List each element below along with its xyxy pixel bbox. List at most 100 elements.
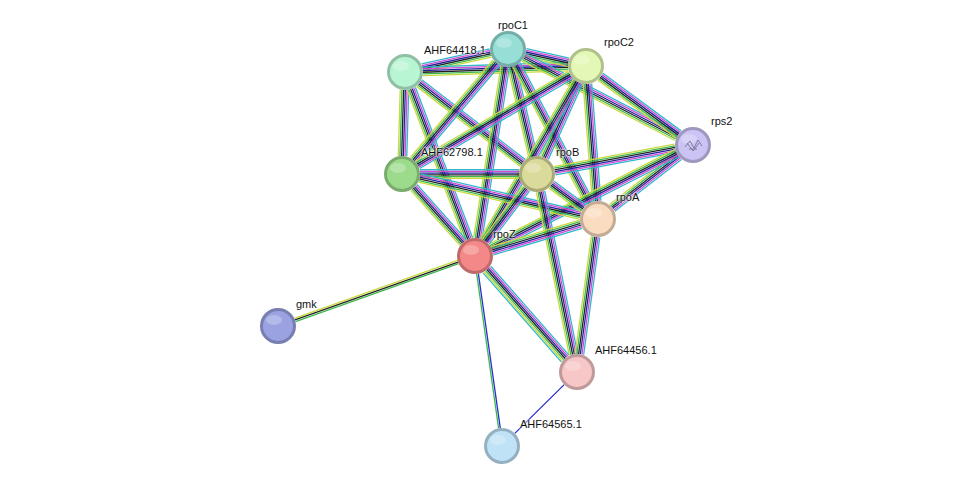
evidence-line bbox=[549, 188, 581, 212]
evidence-line bbox=[414, 63, 497, 161]
interaction-bundle bbox=[480, 79, 580, 242]
node-circle bbox=[457, 238, 493, 274]
node-fill bbox=[459, 240, 492, 273]
evidence-line bbox=[295, 262, 458, 320]
interaction-edge bbox=[420, 174, 581, 211]
evidence-line bbox=[398, 90, 400, 156]
node-label: rpoC1 bbox=[498, 19, 528, 31]
evidence-line bbox=[485, 188, 525, 241]
evidence-line bbox=[413, 188, 462, 243]
evidence-line bbox=[415, 71, 568, 161]
interaction-edge bbox=[491, 266, 569, 355]
evidence-line bbox=[484, 272, 562, 361]
evidence-line bbox=[488, 268, 566, 357]
evidence-line bbox=[416, 186, 465, 241]
interaction-edge bbox=[478, 274, 500, 428]
evidence-line bbox=[487, 270, 565, 359]
interaction-edge bbox=[417, 65, 500, 163]
node-label: AHF64418.1 bbox=[424, 44, 486, 56]
node-fill bbox=[582, 203, 615, 236]
evidence-line bbox=[583, 84, 592, 201]
node-fill bbox=[677, 129, 710, 162]
evidence-line bbox=[415, 187, 464, 242]
node-circle bbox=[568, 48, 604, 84]
evidence-line bbox=[602, 75, 680, 133]
protein-node: rpoC1 bbox=[490, 31, 526, 67]
node-highlight bbox=[490, 435, 506, 445]
protein-node: AHF64565.1 bbox=[484, 428, 520, 464]
node-highlight bbox=[393, 61, 409, 71]
interaction-bundle bbox=[482, 186, 529, 244]
interaction-bundle bbox=[491, 220, 582, 255]
evidence-line bbox=[552, 184, 584, 208]
interaction-edge bbox=[489, 191, 529, 244]
node-circle bbox=[384, 156, 420, 192]
node-circle bbox=[490, 31, 526, 67]
node-circle bbox=[519, 156, 555, 192]
node-label: rpoZ bbox=[493, 228, 516, 240]
node-label: rpoC2 bbox=[604, 36, 634, 48]
evidence-line bbox=[419, 84, 523, 164]
interaction-edge bbox=[603, 73, 681, 131]
interaction-bundle bbox=[477, 274, 501, 429]
protein-node: rpoC2 bbox=[568, 48, 604, 84]
node-circle bbox=[484, 428, 520, 464]
interaction-bundle bbox=[294, 260, 458, 321]
evidence-line bbox=[550, 187, 582, 211]
evidence-line bbox=[492, 222, 581, 249]
interaction-bundle bbox=[419, 174, 582, 219]
evidence-line bbox=[484, 187, 524, 240]
evidence-line bbox=[420, 176, 581, 213]
interaction-bundle bbox=[410, 60, 499, 163]
node-fill bbox=[389, 56, 422, 89]
evidence-line bbox=[488, 190, 528, 243]
node-label: rps2 bbox=[711, 115, 732, 127]
protein-node: AHF64418.1 bbox=[387, 54, 423, 90]
node-highlight bbox=[390, 163, 406, 173]
node-fill bbox=[262, 310, 295, 343]
evidence-line bbox=[294, 260, 457, 318]
protein-node: AHF62798.1 bbox=[384, 156, 420, 192]
node-highlight bbox=[463, 245, 479, 255]
node-fill bbox=[492, 33, 525, 66]
node-fill bbox=[386, 158, 419, 191]
interaction-bundle bbox=[575, 236, 600, 354]
protein-node: gmk bbox=[260, 308, 296, 344]
interaction-edge bbox=[545, 191, 578, 354]
evidence-line bbox=[412, 61, 495, 159]
node-label: rpoB bbox=[556, 146, 579, 158]
evidence-line bbox=[418, 85, 522, 165]
node-highlight bbox=[574, 55, 590, 65]
node-circle bbox=[559, 354, 595, 390]
evidence-line bbox=[477, 274, 499, 428]
node-label: AHF64565.1 bbox=[520, 418, 582, 430]
evidence-line bbox=[492, 223, 581, 250]
evidence-line bbox=[610, 153, 677, 205]
interaction-edge bbox=[296, 264, 459, 322]
structure-icon bbox=[685, 140, 702, 151]
evidence-line bbox=[493, 227, 582, 254]
node-highlight bbox=[586, 208, 602, 218]
evidence-line bbox=[598, 80, 676, 138]
interaction-bundle bbox=[598, 73, 681, 137]
node-fill bbox=[486, 430, 519, 463]
node-circle bbox=[580, 201, 616, 237]
node-highlight bbox=[565, 361, 581, 371]
evidence-line bbox=[489, 267, 567, 356]
evidence-line bbox=[600, 77, 678, 135]
evidence-line bbox=[487, 189, 527, 242]
node-highlight bbox=[266, 315, 282, 325]
evidence-line bbox=[577, 236, 593, 353]
evidence-line bbox=[420, 171, 519, 172]
node-circle bbox=[387, 54, 423, 90]
protein-node: AHF64456.1 bbox=[559, 354, 595, 390]
node-highlight bbox=[496, 38, 512, 48]
evidence-line bbox=[420, 172, 519, 173]
evidence-line bbox=[411, 190, 460, 245]
node-label: AHF64456.1 bbox=[595, 344, 657, 356]
evidence-line bbox=[543, 191, 576, 354]
evidence-line bbox=[551, 185, 583, 209]
interaction-bundle bbox=[398, 90, 408, 156]
evidence-line bbox=[416, 64, 499, 162]
evidence-line bbox=[601, 76, 679, 134]
